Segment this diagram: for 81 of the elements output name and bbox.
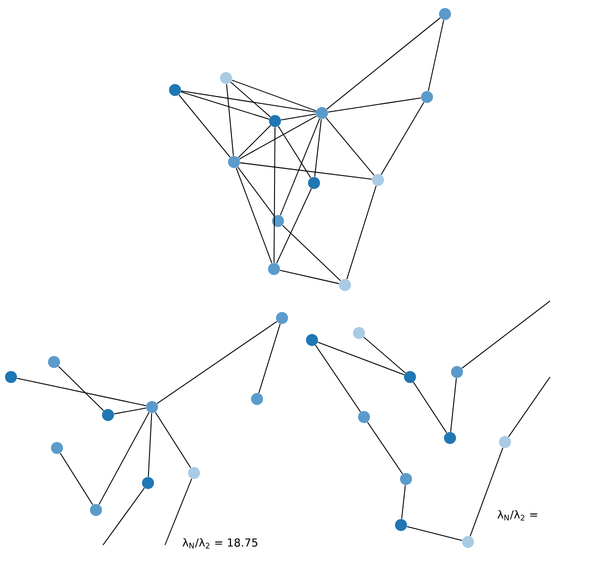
graph-vertex (5, 370, 17, 383)
graph-edge (326, 117, 374, 176)
graph-edge (282, 224, 341, 282)
graph-vertex (462, 536, 474, 548)
graph-edge (380, 102, 424, 176)
graph-vertex (220, 72, 232, 84)
graph-edge (231, 80, 317, 112)
graph-vertex (251, 392, 263, 405)
graph-edge (314, 118, 322, 178)
graph-edge (156, 321, 278, 404)
graph-vertex (308, 177, 320, 189)
graph-edge (102, 488, 145, 546)
graph-edge (258, 323, 281, 394)
graph-vertex (90, 504, 102, 516)
graph-vertex (395, 518, 407, 531)
graph-edge (238, 116, 318, 160)
graph-vertex (51, 442, 63, 454)
graph-edge (178, 94, 231, 158)
graph-edge (240, 162, 372, 180)
graph-edge (315, 344, 361, 412)
graph-vertex (272, 214, 284, 227)
graph-vertex (353, 327, 365, 339)
graph-vertex (339, 278, 351, 291)
graph-edge (60, 452, 94, 506)
graph-vertex (276, 312, 288, 324)
graph-vertex (404, 370, 416, 383)
graph-vertex (306, 334, 318, 346)
graph-edge (508, 376, 550, 438)
graph-edge (164, 478, 192, 546)
graph-edge (274, 126, 276, 264)
graph-vertex (102, 409, 114, 421)
graph-vertex (142, 476, 154, 489)
graph-edge (278, 126, 312, 178)
graph-edge (412, 382, 448, 434)
graph-edge (16, 378, 146, 406)
ratio-label: λ$_{N}$/λ$_{2}$ = (498, 510, 538, 520)
graph-edge (180, 90, 316, 112)
graph-vertex (316, 106, 328, 119)
graph-vertex (269, 115, 281, 127)
graph-vertex (439, 8, 451, 20)
graph-edge (401, 484, 406, 520)
graph-edge (470, 447, 504, 537)
graph-edge (276, 188, 312, 264)
graph-edge (280, 118, 320, 216)
graph-edge (236, 167, 272, 264)
graph-edge (180, 91, 270, 120)
graph-edge (328, 97, 422, 112)
ratio-label: λ$_{N}$/λ$_{2}$ = 18.75 (182, 538, 258, 548)
graph-edge (238, 124, 272, 158)
graph-edge (98, 412, 150, 505)
graph-edge (317, 342, 405, 376)
graph-vertex (169, 84, 181, 96)
graph-edge (346, 185, 377, 280)
graph-edge (363, 336, 406, 374)
graph-edge (237, 166, 275, 216)
graph-edge (226, 84, 234, 156)
graph-vertex (421, 91, 433, 103)
graph-vertex (188, 466, 200, 479)
graph-edge (461, 300, 550, 369)
graph-edge (280, 114, 316, 120)
graph-vertex (400, 472, 412, 485)
graph-vertex (358, 410, 370, 423)
graph-vertex (48, 356, 60, 368)
graph-edge (326, 17, 441, 110)
graph-edge (367, 422, 403, 474)
graph-edge (114, 408, 146, 414)
graph-vertex (444, 432, 456, 444)
graph-edge (428, 20, 444, 92)
graph-edge (154, 412, 192, 468)
graph-edge (280, 270, 340, 284)
graph-vertex (499, 436, 511, 448)
graph-vertex (372, 174, 384, 186)
graph-edge (148, 412, 152, 478)
graph-edge (58, 366, 104, 412)
graph-edge (230, 82, 271, 118)
graph-vertex (268, 263, 280, 275)
graph-edge (450, 378, 457, 432)
graph-edge (406, 526, 462, 541)
graph-vertex (451, 366, 463, 378)
graph-vertex (146, 400, 158, 413)
graph-vertex (228, 156, 240, 168)
